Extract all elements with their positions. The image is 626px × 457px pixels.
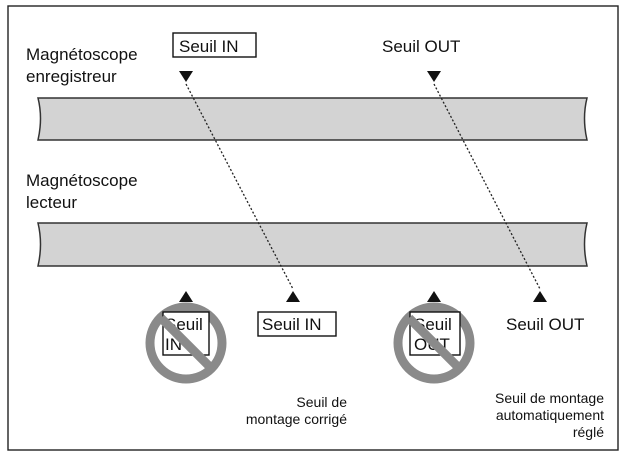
caption-left-line1: Seuil de [296, 394, 347, 410]
caption-right-line1: Seuil de montage [495, 390, 604, 406]
diagram-frame [7, 5, 619, 451]
recorder-in-marker [179, 71, 193, 82]
player-tape [37, 222, 588, 267]
player-in-crossed-marker [179, 291, 193, 302]
prohibition-slash [157, 314, 215, 372]
player-label-line2: lecteur [26, 193, 77, 212]
recorder-in-label: Seuil IN [179, 37, 239, 56]
player-out-label: Seuil OUT [506, 315, 584, 334]
prohibition-icon [393, 302, 475, 384]
recorder-out-marker [427, 71, 441, 82]
player-label-line1: Magnétoscope [26, 171, 138, 190]
player-in-box [257, 311, 337, 337]
prohibition-icon [145, 302, 227, 384]
recorder-label-line2: enregistreur [26, 67, 117, 86]
recorder-label-line1: Magnétoscope [26, 45, 138, 64]
caption-right-line3: réglé [573, 424, 604, 440]
player-out-crossed-marker [427, 291, 441, 302]
recorder-in-box [172, 32, 257, 58]
in-alignment-line [185, 83, 294, 290]
player-out-marker [533, 291, 547, 302]
caption-left-line2: montage corrigé [246, 411, 347, 427]
player-in-marker [286, 291, 300, 302]
player-in-crossed: Seuil IN [145, 302, 227, 384]
player-out-crossed: Seuil OUT [393, 302, 475, 384]
prohibition-slash [405, 314, 463, 372]
out-alignment-line [433, 83, 541, 290]
caption-right-line2: automatiquement [496, 407, 604, 423]
recorder-out-label: Seuil OUT [382, 37, 460, 56]
recorder-tape [37, 97, 588, 141]
player-in-label: Seuil IN [262, 315, 322, 334]
